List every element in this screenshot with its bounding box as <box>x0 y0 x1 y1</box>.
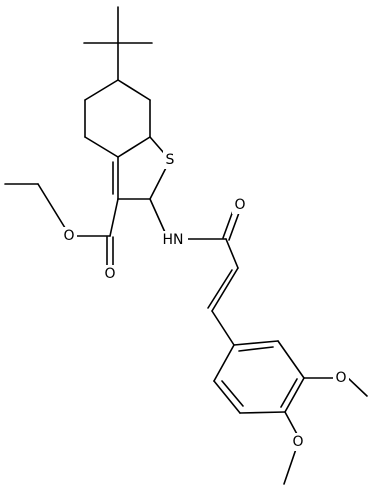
bond-aryl-c3-c4 <box>284 377 305 413</box>
bond-c3-ester-c <box>109 198 119 237</box>
bond-amide-c-calpha <box>225 238 239 269</box>
atom-label-sulfur: S <box>166 152 175 168</box>
label-mask-sulfur <box>163 151 177 169</box>
bond-calpha-cbeta-inner <box>207 269 233 309</box>
bond-aryl-c4-c5 <box>239 411 286 414</box>
label-mask-methoxy-4-o <box>290 433 306 451</box>
label-mask-amide-nh <box>158 231 188 249</box>
bond-aryl-c1-c2-inner <box>238 346 274 352</box>
bond-ring6-c6-c5 <box>84 79 119 101</box>
label-mask-methoxy-3-o <box>333 369 349 387</box>
bond-aryl-c6-c1 <box>213 344 235 382</box>
atom-label-amide-o: O <box>234 197 245 213</box>
bond-methoxy4-o-ch3 <box>283 448 297 485</box>
bond-cbeta-aryl <box>211 310 235 346</box>
bond-aryl-c3-c4-inner <box>280 378 298 408</box>
bond-aryl-c5-c6-inner <box>221 380 244 407</box>
label-mask-ester-carbonyl-o <box>102 265 118 283</box>
bond-c3a-c7a <box>117 136 151 158</box>
atom-label-ester-carbonyl-o: O <box>104 266 115 282</box>
bond-calpha-cbeta-outer <box>211 267 239 312</box>
bond-aryl-c1-c2 <box>233 340 279 346</box>
atom-label-methoxy-3-o: O <box>335 370 346 386</box>
bond-aryl-c4-o <box>284 411 299 437</box>
atom-label-ester-ether-o: O <box>63 228 74 244</box>
bond-ring6-c4-c3a <box>84 136 119 158</box>
label-mask-ester-ether-o <box>61 227 77 245</box>
atom-label-amide-nh: HN <box>163 232 184 248</box>
bond-methoxy3-o-ch3 <box>347 377 368 397</box>
atom-labels: S HN O O O O O <box>61 151 349 451</box>
atom-label-methoxy-4-o: O <box>292 434 303 450</box>
bond-ring6-c6-c7 <box>117 79 151 101</box>
bond-aryl-c2-c3 <box>277 340 305 379</box>
label-mask-amide-o <box>232 196 248 214</box>
bond-amide-c-o-b <box>228 209 241 241</box>
bond-aryl-c5-c6 <box>213 380 241 414</box>
